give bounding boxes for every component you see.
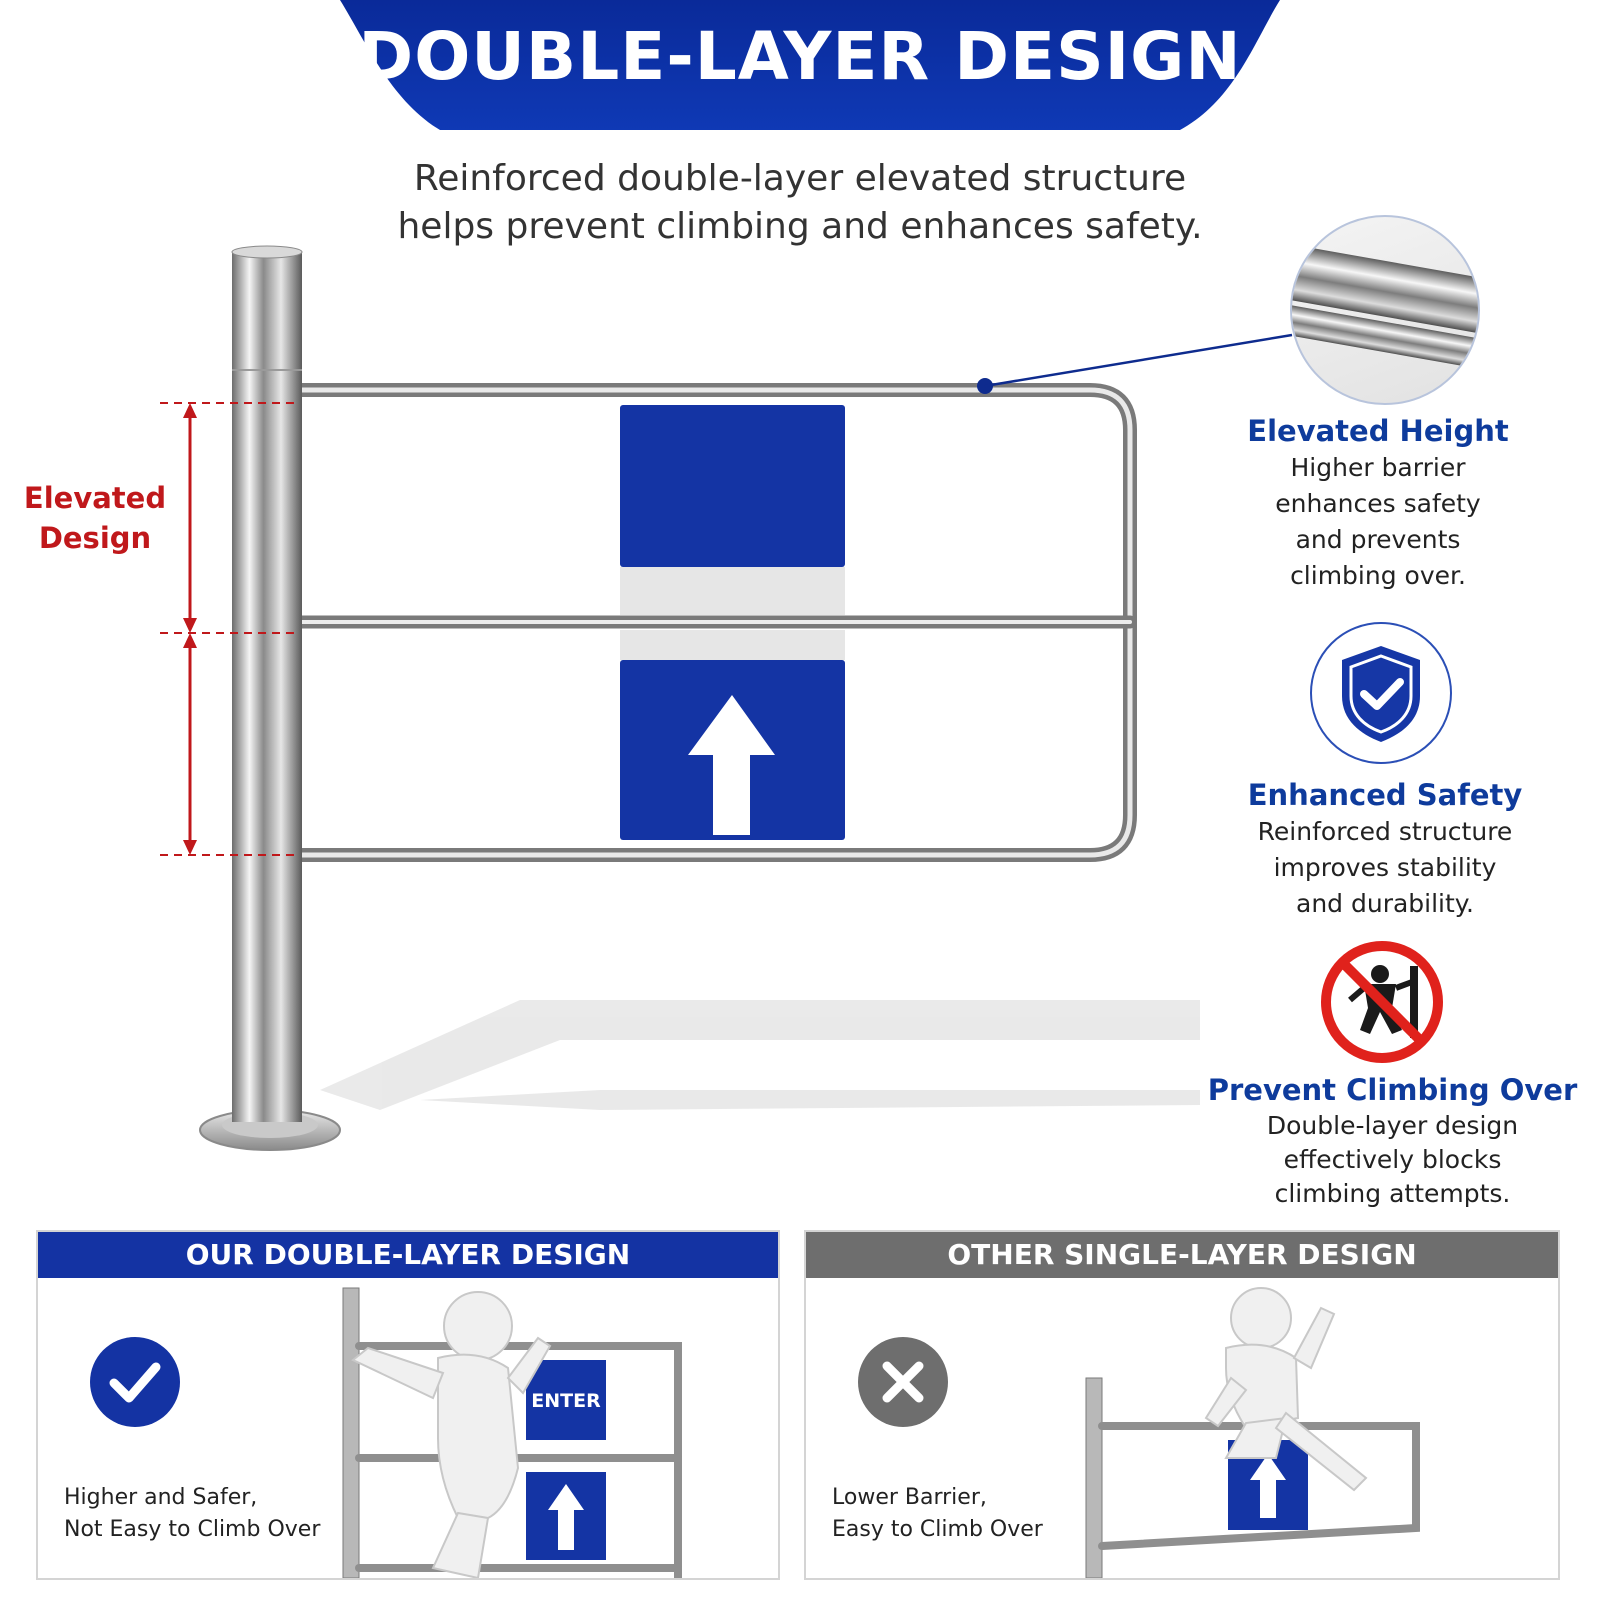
caption-line-2: Easy to Climb Over <box>832 1517 1043 1542</box>
caption-line-1: Higher and Safer, <box>64 1485 258 1510</box>
elevated-design-label: Elevated Design <box>20 478 170 558</box>
feature-elevated-height: Elevated Height Higher barrier enhances … <box>1198 412 1558 594</box>
cross-icon <box>858 1337 948 1427</box>
check-icon <box>90 1337 180 1427</box>
tube-closeup-icon <box>1290 215 1480 405</box>
feature-desc-line: climbing attempts. <box>1274 1179 1511 1208</box>
panel-header: OUR DOUBLE-LAYER DESIGN <box>38 1232 778 1278</box>
feature-desc-line: Double-layer design <box>1266 1111 1519 1140</box>
single-layer-gate-illustration <box>1085 1287 1420 1578</box>
comparison-panel-ours: OUR DOUBLE-LAYER DESIGN Higher and Safer… <box>36 1230 780 1580</box>
enter-sign-label: ENTER <box>531 1390 601 1412</box>
feature-title: Enhanced Safety <box>1247 778 1523 812</box>
subtitle-line-2: helps prevent climbing and enhances safe… <box>397 206 1203 247</box>
caption-line-2: Not Easy to Climb Over <box>64 1517 321 1542</box>
subtitle-line-1: Reinforced double-layer elevated structu… <box>413 158 1187 199</box>
climbing-figure <box>1204 1287 1368 1492</box>
comparison-panel-other: OTHER SINGLE-LAYER DESIGN Lower Barrier,… <box>804 1230 1560 1580</box>
arrow-up-icon <box>688 695 775 835</box>
feature-prevent-climbing: Prevent Climbing Over Double-layer desig… <box>1200 1071 1585 1211</box>
elevated-label-line-1: Elevated <box>23 481 167 515</box>
double-layer-gate-illustration <box>342 1287 682 1578</box>
feature-desc-line: climbing over. <box>1290 561 1466 590</box>
callout-line <box>977 333 1293 394</box>
floor-shadow <box>320 1000 1200 1110</box>
banner-shape <box>340 0 1280 130</box>
gate-rails <box>288 383 1137 862</box>
subtitle: Reinforced double-layer elevated structu… <box>300 155 1300 251</box>
feature-desc-line: and prevents <box>1295 525 1461 554</box>
no-climbing-icon <box>1318 938 1446 1066</box>
feature-desc-line: improves stability <box>1273 853 1497 882</box>
page-title: DOUBLE-LAYER DESIGN <box>358 18 1242 95</box>
feature-desc-line: enhances safety <box>1275 489 1481 518</box>
shield-check-icon <box>1310 622 1452 764</box>
panel-header: OTHER SINGLE-LAYER DESIGN <box>806 1232 1558 1278</box>
elevated-dimension-marker <box>160 402 300 856</box>
feature-desc-line: Reinforced structure <box>1257 817 1513 846</box>
header-banner: DOUBLE-LAYER DESIGN <box>0 0 1600 135</box>
swing-gate-illustration <box>160 245 1293 1151</box>
climbing-figure <box>351 1291 552 1578</box>
feature-title: Prevent Climbing Over <box>1207 1073 1578 1107</box>
gate-post <box>199 245 341 1151</box>
feature-desc-line: Higher barrier <box>1290 453 1466 482</box>
feature-title: Elevated Height <box>1247 414 1509 448</box>
feature-desc-line: effectively blocks <box>1283 1145 1502 1174</box>
panel-caption: Lower Barrier, Easy to Climb Over <box>832 1482 1043 1546</box>
gate-sign <box>620 405 845 840</box>
elevated-label-line-2: Design <box>38 521 152 555</box>
feature-enhanced-safety: Enhanced Safety Reinforced structure imp… <box>1205 776 1565 922</box>
caption-line-1: Lower Barrier, <box>832 1485 987 1510</box>
feature-desc-line: and durability. <box>1296 889 1474 918</box>
panel-caption: Higher and Safer, Not Easy to Climb Over <box>64 1482 320 1546</box>
